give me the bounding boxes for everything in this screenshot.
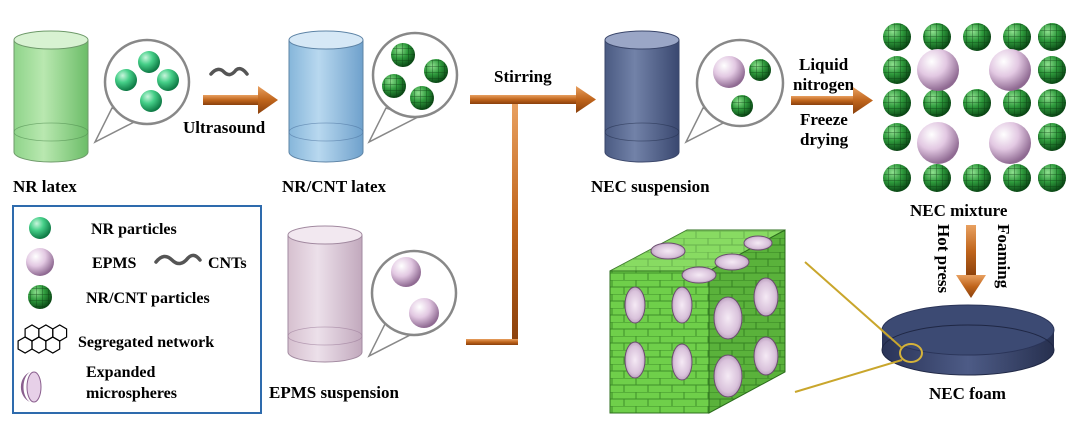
- nrcnt-particle-grid: [883, 164, 911, 192]
- nrcnt-particle-grid: [963, 89, 991, 117]
- nrcnt-particle-grid: [923, 164, 951, 192]
- legend-nr-particles-label: NR particles: [91, 221, 177, 238]
- nrcnt-particle-grid: [1038, 123, 1066, 151]
- label-stirring: Stirring: [494, 67, 552, 86]
- legend-epms: EPMS CNTs: [26, 248, 247, 276]
- legend-epms-label: EPMS: [92, 255, 137, 272]
- legend-expanded-microspheres: Expanded microspheres: [20, 364, 177, 403]
- beaker-nrcnt-latex: [288, 30, 364, 163]
- nec-foam-disk: [881, 304, 1055, 376]
- arrow-ultrasound: [203, 86, 278, 114]
- nrcnt-particle-grid: [1003, 89, 1031, 117]
- nr-particle-icon: [29, 217, 51, 239]
- legend-expanded-label: Expanded: [86, 364, 155, 381]
- label-freeze: Freeze: [800, 110, 848, 129]
- nrcnt-particle-grid: [1038, 89, 1066, 117]
- label-nrcnt-latex: NR/CNT latex: [282, 177, 387, 196]
- nrcnt-particle-grid: [1038, 164, 1066, 192]
- epms-icon: [26, 248, 54, 276]
- arrow-freeze: [791, 87, 873, 114]
- hemisphere-icon: [20, 371, 42, 403]
- legend: NR particles EPMS CNTs NR/CNT particles …: [12, 205, 262, 414]
- cnt-squiggle: [209, 66, 249, 77]
- epms-particle: [989, 122, 1031, 164]
- cnt-icon: [154, 253, 202, 266]
- zoom-bubble-epms: [367, 249, 458, 358]
- label-hot-press: Hot press: [934, 224, 953, 293]
- nrcnt-particle-grid: [883, 56, 911, 84]
- zoom-line-upper: [804, 261, 903, 349]
- nrcnt-particle-grid: [923, 23, 951, 51]
- foam-cube: [609, 229, 786, 414]
- label-epms-suspension: EPMS suspension: [269, 383, 399, 402]
- label-nec-foam: NEC foam: [929, 384, 1006, 403]
- nrcnt-particle-grid: [883, 23, 911, 51]
- arrow-hot-press: [956, 225, 986, 298]
- beaker-nec-suspension: [604, 30, 680, 163]
- zoom-line-lower: [794, 359, 903, 393]
- nrcnt-particle-grid: [923, 89, 951, 117]
- zoom-bubble-nr: [93, 38, 191, 144]
- nrcnt-particle-grid: [963, 23, 991, 51]
- nrcnt-particle-grid: [1038, 56, 1066, 84]
- zoom-bubble-nec: [684, 38, 785, 144]
- legend-segregated-label: Segregated network: [78, 334, 214, 351]
- nrcnt-particle-grid: [1003, 164, 1031, 192]
- nrcnt-particle-grid: [963, 164, 991, 192]
- label-foaming: Foaming: [994, 224, 1013, 289]
- epms-particle: [989, 49, 1031, 91]
- label-nr-latex: NR latex: [13, 177, 77, 196]
- hexagon-cell: [17, 336, 33, 354]
- legend-nrcnt-label: NR/CNT particles: [86, 290, 210, 307]
- beaker-nr-latex: [13, 30, 89, 163]
- label-liquid: Liquid: [799, 55, 849, 74]
- epms-particle: [917, 122, 959, 164]
- nrcnt-particle-grid: [883, 123, 911, 151]
- zoom-bubble-nrcnt: [367, 31, 459, 144]
- legend-nrcnt-particles: NR/CNT particles: [28, 285, 210, 309]
- beaker-epms-suspension: [287, 225, 363, 363]
- nrcnt-particle-grid: [1038, 23, 1066, 51]
- label-nec-suspension: NEC suspension: [591, 177, 710, 196]
- label-nec-mixture: NEC mixture: [910, 201, 1008, 220]
- legend-nr-particles: NR particles: [29, 217, 177, 239]
- label-ultrasound: Ultrasound: [183, 118, 266, 137]
- label-drying: drying: [800, 130, 849, 149]
- label-nitrogen: nitrogen: [793, 75, 855, 94]
- nec-mixture-grid: [883, 23, 1066, 192]
- legend-cnts-label: CNTs: [208, 255, 247, 272]
- arrow-stirring: [466, 86, 596, 345]
- legend-microspheres-label: microspheres: [86, 385, 177, 402]
- hexagon-network-icon: [17, 324, 68, 354]
- nrcnt-particle-grid: [883, 89, 911, 117]
- epms-particle: [917, 49, 959, 91]
- nrcnt-particle-grid: [1003, 23, 1031, 51]
- legend-segregated-network: Segregated network: [17, 324, 214, 354]
- hexagon-cell: [45, 336, 61, 354]
